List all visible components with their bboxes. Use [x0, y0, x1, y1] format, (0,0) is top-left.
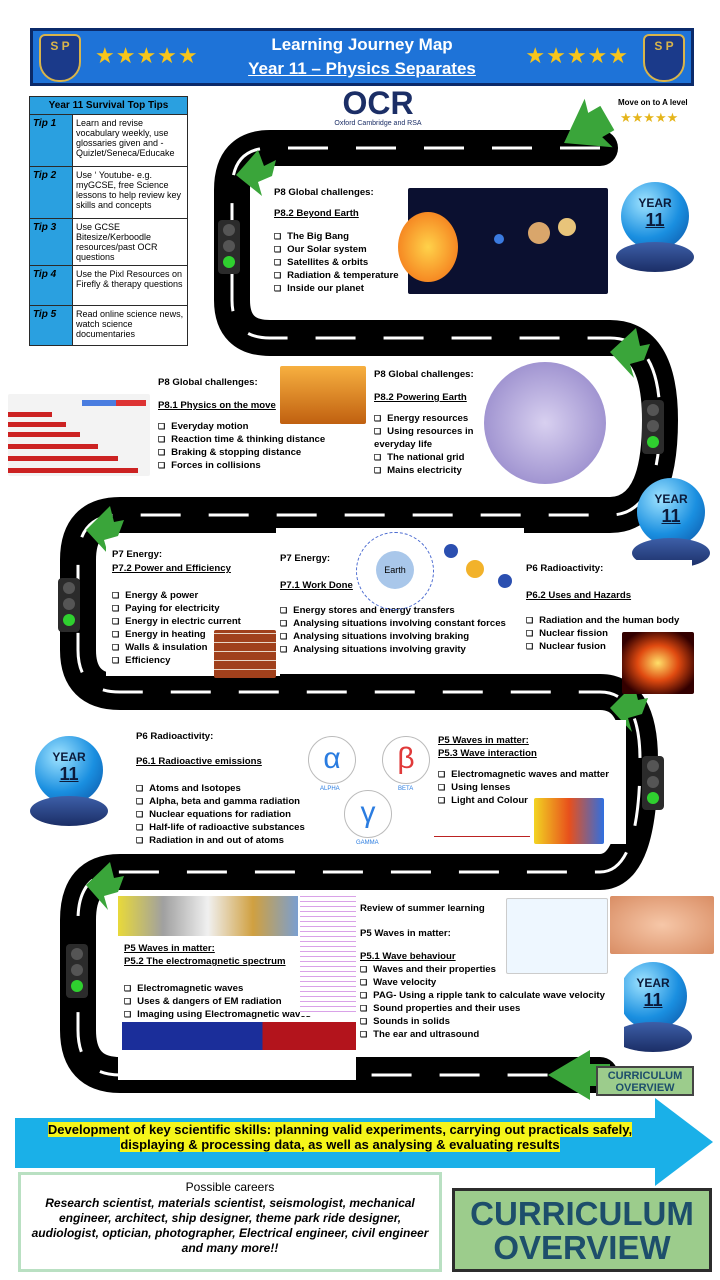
topic-p82-beyond-earth: P8 Global challenges:P8.2 Beyond Earth T…	[274, 186, 414, 295]
nuclear-fission-diagram	[440, 534, 520, 598]
tip-tag: Tip 4	[29, 265, 73, 306]
page-title: Learning Journey Map	[271, 35, 453, 54]
curriculum-overview-badge: CURRICULUM OVERVIEW	[596, 1066, 694, 1096]
tips-heading: Year 11 Survival Top Tips	[29, 96, 188, 115]
curriculum-overview-logo: CURRICULUM OVERVIEW	[452, 1188, 712, 1272]
tip-text: Use GCSE Bitesize/Kerboodle resources/pa…	[72, 218, 188, 266]
earth-field-image: Earth	[356, 532, 434, 610]
tip-text: Read online science news, watch science …	[72, 305, 188, 346]
tip-text: Learn and revise vocabulary weekly, use …	[72, 114, 188, 167]
school-crest-icon: S P	[39, 34, 81, 82]
tip-text: Use ‘ Youtube- e.g. myGCSE, free Science…	[72, 166, 188, 219]
ear-diagram-image	[610, 896, 714, 954]
alpha-beta-gamma-symbols: α ALPHA β BETA γ GAMMA	[308, 736, 438, 848]
topic-p61-radioactive-emissions: P6 Radioactivity:P6.1 Radioactive emissi…	[136, 730, 316, 847]
skills-banner: Development of key scientific skills: pl…	[15, 1118, 665, 1168]
traffic-light-icon	[642, 756, 664, 810]
gamma-icon: γ	[344, 790, 392, 838]
em-spectrum-images	[118, 896, 298, 936]
tip-tag: Tip 2	[29, 166, 73, 219]
lens-ray-diagram	[434, 814, 530, 837]
topic-p51-wave-behaviour: Review of summer learning P5 Waves in ma…	[360, 902, 630, 1041]
ripple-tank-image	[506, 898, 608, 974]
nuclear-explosion-image	[622, 632, 694, 694]
traffic-light-icon	[642, 400, 664, 454]
topic-p53-wave-interaction: P5 Waves in matter:P5.3 Wave interaction…	[438, 734, 618, 807]
traffic-light-icon	[218, 220, 240, 274]
colour-filters-image	[534, 798, 604, 844]
physics-energy-image	[484, 362, 606, 484]
topic-p81-physics-on-the-move: P8 Global challenges:P8.1 Physics on the…	[158, 376, 358, 472]
careers-box: Possible careers Research scientist, mat…	[18, 1172, 442, 1272]
page-subtitle: Year 11 – Physics Separates	[248, 59, 476, 78]
ocr-logo: OCR Oxford Cambridge and RSA	[334, 85, 422, 127]
a-level-stars: ★★★★★	[620, 110, 679, 125]
wave-spectrum-image	[122, 1022, 356, 1050]
traffic-light-icon	[58, 578, 80, 632]
skills-arrow-icon	[655, 1098, 713, 1186]
alpha-icon: α	[308, 736, 356, 784]
page-header: S P ★★★★★ Learning Journey Map Year 11 –…	[30, 28, 694, 86]
beta-icon: β	[382, 736, 430, 784]
brick-wall-image	[214, 630, 276, 678]
careers-title: Possible careers	[185, 1180, 275, 1194]
solar-system-image	[398, 188, 608, 294]
star-rating-right: ★★★★★	[525, 43, 629, 68]
topic-p72-power-efficiency: P7 Energy:P7.2 Power and Efficiency Ener…	[112, 548, 282, 667]
a-level-label: Move on to A level	[618, 98, 688, 107]
star-rating-left: ★★★★★	[95, 43, 199, 68]
topic-p71-work-done: P7 Energy:P7.1 Work Done Energy stores a…	[280, 552, 530, 656]
topic-p82-powering-earth: P8 Global challenges:P8.2 Powering Earth…	[374, 368, 484, 477]
topic-p62-uses-hazards: P6 Radioactivity:P6.2 Uses and Hazards R…	[526, 562, 696, 653]
tip-tag: Tip 5	[29, 305, 73, 346]
tip-text: Use the Pixl Resources on Firefly & ther…	[72, 265, 188, 306]
tip-tag: Tip 1	[29, 114, 73, 167]
pylon-image	[280, 366, 366, 424]
traffic-light-icon	[66, 944, 88, 998]
careers-list: Research scientist, materials scientist,…	[31, 1196, 429, 1255]
stopping-distance-image	[8, 394, 150, 476]
green-arrow-icon	[86, 98, 650, 1100]
wave-lines-image	[300, 896, 356, 1016]
topic-p52-em-spectrum: P5 Waves in matter:P5.2 The electromagne…	[124, 942, 364, 1021]
school-crest-icon: S P	[643, 34, 685, 82]
tip-tag: Tip 3	[29, 218, 73, 266]
